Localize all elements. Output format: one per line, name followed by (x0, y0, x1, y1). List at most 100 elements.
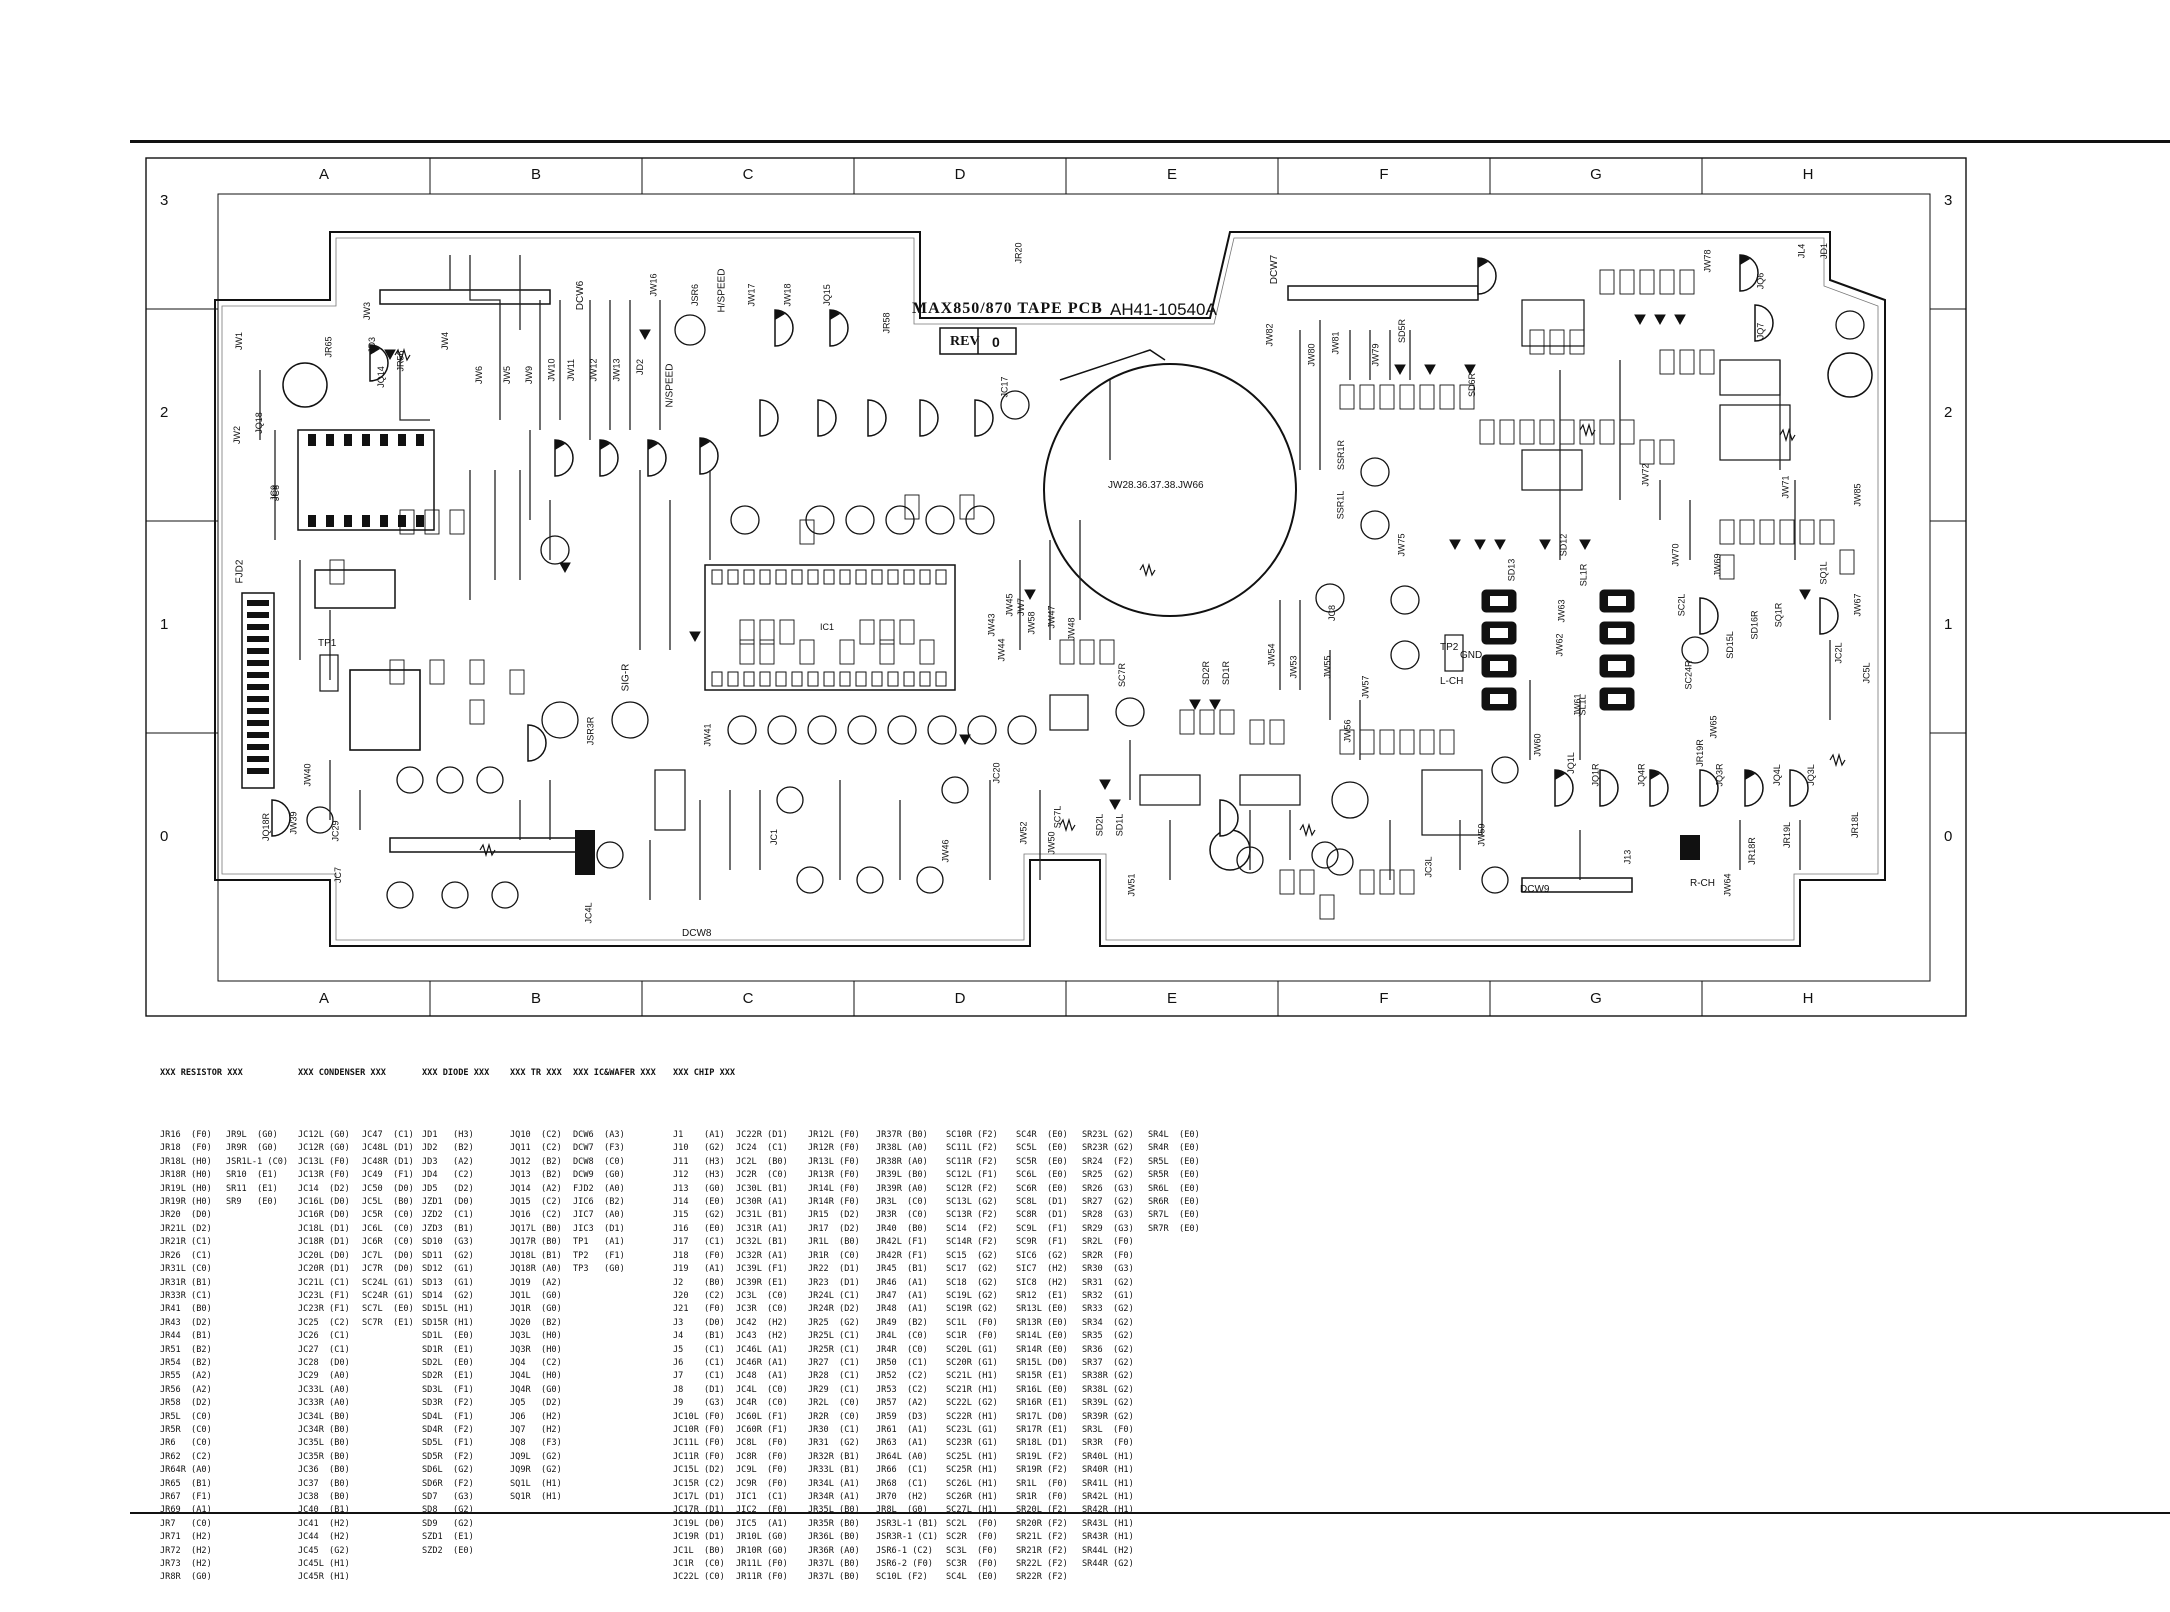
legend-entry: JC31R (A1) (736, 1223, 788, 1234)
legend-entry: JC4L (C0) (736, 1384, 788, 1395)
legend-entry: SQ1L (H1) (510, 1478, 562, 1489)
legend-entry: JC11L (F0) (673, 1438, 725, 1449)
legend-entry: JR7 (C0) (160, 1518, 212, 1529)
legend-entry: JC13L (F0) (298, 1156, 350, 1167)
legend-entry: JC42 (H2) (736, 1317, 788, 1328)
legend-entry: JR19R (H0) (160, 1197, 212, 1208)
legend-entry: JQ13 (B2) (510, 1170, 562, 1181)
legend-entry: SR6R (E0) (1148, 1197, 1200, 1208)
label-sig: SIG-R (620, 663, 632, 692)
label-jw56: JW56 (1342, 719, 1353, 743)
legend-entry: SR11 (E1) (226, 1183, 278, 1194)
col-label-top: B (530, 166, 541, 183)
legend-entry: DCW6 (A3) (573, 1130, 625, 1141)
legend-entry: JIC7 (A0) (573, 1210, 625, 1221)
legend-entry: JR13L (F0) (808, 1156, 860, 1167)
board-outline-inner (221, 237, 1879, 941)
legend-list: SR23L (G2)SR23R (G2)SR24 (F2)SR25 (G2)SR… (1082, 1129, 1134, 1571)
resistors (394, 347, 1846, 858)
label-jw80: JW80 (1306, 343, 1317, 367)
legend-entry: JR8L (G0) (876, 1505, 928, 1516)
legend-entry: JC9L (F0) (736, 1465, 788, 1476)
legend-entry: JR19L (H0) (160, 1183, 212, 1194)
label-jw63: JW63 (1556, 599, 1567, 623)
legend-entry: JC46L (A1) (736, 1344, 788, 1355)
legend-entry: JC32L (B1) (736, 1237, 788, 1248)
legend-entry: JR69 (A1) (160, 1505, 212, 1516)
legend-entry: SR1R (F0) (1016, 1492, 1068, 1502)
legend-entry: JR9R (G0) (226, 1143, 278, 1154)
legend-entry: SC18 (G2) (946, 1277, 998, 1288)
legend-entry: JC15L (D2) (673, 1465, 725, 1476)
legend-entry: JC3L (C0) (736, 1290, 788, 1301)
legend-entry: JR24L (C1) (808, 1290, 860, 1301)
diodes (384, 314, 1811, 811)
legend-entry: JR2L (C0) (808, 1398, 860, 1409)
legend-entry: SC26R (H1) (946, 1492, 998, 1502)
legend-entry: SR4L (E0) (1148, 1130, 1200, 1141)
ic-sic3 (1049, 694, 1089, 731)
legend-entry: SD7 (G3) (422, 1492, 474, 1502)
col-label-top: G (1590, 166, 1602, 183)
legend-entry: JC5R (C0) (362, 1210, 414, 1221)
label-jr19r: JR19R (1694, 739, 1705, 767)
label-jw79: JW79 (1370, 343, 1381, 367)
legend-entry: JR65 (B1) (160, 1478, 212, 1489)
legend-entry: JR28 (C1) (808, 1371, 860, 1382)
legend-entry: JR6 (C0) (160, 1438, 212, 1449)
legend-entry: SC14 (F2) (946, 1223, 998, 1234)
label-jc1: JC1 (769, 828, 780, 846)
legend-entry: SC24L (G1) (362, 1277, 414, 1288)
header-tp1 (319, 654, 339, 692)
row-label-right: 0 (1944, 828, 1953, 845)
ic-jic5 (314, 569, 396, 609)
legend-entry: JC46R (A1) (736, 1357, 788, 1368)
legend-entry: JR56 (A2) (160, 1384, 212, 1395)
legend-entry: SC5L (E0) (1016, 1143, 1068, 1154)
label-jw6: JW6 (474, 366, 484, 384)
label-rch: R-CH (1690, 878, 1715, 889)
legend-entry: JR11L (F0) (736, 1559, 788, 1570)
label-jc17: JC17 (999, 376, 1010, 398)
pcb-diagram (145, 157, 1967, 1017)
label-sc7l: SC7L (1052, 805, 1063, 829)
ic-jic1 (704, 564, 956, 691)
legend-resistor-2: JR9L (G0)JR9R (G0)JSR1L-1 (C0)SR10 (E1)S… (226, 1040, 288, 1236)
label-jc8: JC8 (1327, 604, 1338, 622)
col-label-bottom: A (318, 990, 329, 1007)
legend-entry: SD6R (F2) (422, 1478, 474, 1489)
label-jw65: JW65 (1708, 715, 1719, 739)
legend-entry: JQ4L (H0) (510, 1371, 562, 1382)
label-jr65: JR65 (323, 336, 334, 358)
label-jq3r: JQ3R (1714, 763, 1725, 787)
col-label-bottom: C (742, 990, 754, 1007)
label-jw69: JW69 (1712, 553, 1723, 577)
board-outline (214, 231, 1886, 947)
legend-entry: SR15L (D0) (1016, 1357, 1068, 1368)
legend-entry: SC7R (E1) (362, 1317, 414, 1328)
legend-entry: SR3L (F0) (1082, 1424, 1134, 1435)
label-jw11: JW11 (566, 358, 577, 382)
legend-entry: JR73 (H2) (160, 1559, 212, 1570)
legend-entry: JQ17L (B0) (510, 1223, 562, 1234)
legend-entry: JC23R (F1) (298, 1304, 350, 1315)
legend-entry: JR37R (B0) (876, 1130, 928, 1141)
label-jw41: JW41 (702, 723, 713, 747)
legend-entry: SD8 (G2) (422, 1505, 474, 1516)
legend-entry: JC14 (D2) (298, 1183, 350, 1194)
legend-list: JR12L (F0)JR12R (F0)JR13L (F0)JR13R (F0)… (808, 1129, 860, 1585)
legend-entry: SR22R (F2) (1016, 1572, 1068, 1583)
fjd2-pins (247, 600, 269, 774)
legend-entry: SR40L (H1) (1082, 1451, 1134, 1462)
legend-entry: SR14L (E0) (1016, 1331, 1068, 1342)
legend-entry: JR14R (F0) (808, 1197, 860, 1208)
legend-entry: JR30 (C1) (808, 1424, 860, 1435)
legend-entry: SD6L (G2) (422, 1465, 474, 1476)
legend-entry: SR42R (H1) (1082, 1505, 1134, 1516)
legend-entry: J19 (A1) (673, 1264, 725, 1275)
legend-entry: SR7R (E0) (1148, 1223, 1200, 1234)
legend-entry: JQ20 (B2) (510, 1317, 562, 1328)
label-jw50: JW50 (1046, 831, 1057, 855)
ic-jic7 (349, 669, 421, 751)
legend-entry: SR5L (E0) (1148, 1156, 1200, 1167)
